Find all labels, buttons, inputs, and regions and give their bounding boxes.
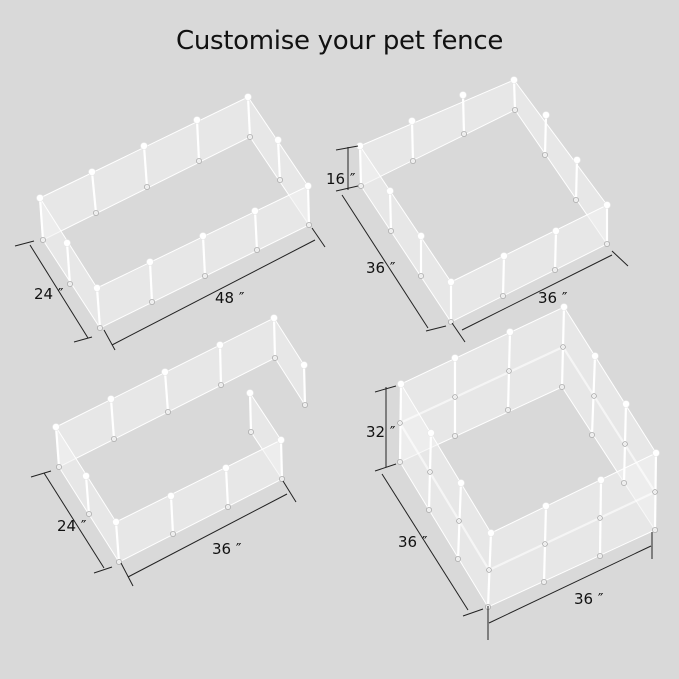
- fence-connectors: [397, 303, 660, 610]
- dimension-lines: [374, 385, 653, 640]
- dim-width-config3: 24 ″: [57, 517, 87, 535]
- fence-posts: [54, 317, 307, 563]
- dim-length-config4: 36 ″: [574, 590, 604, 608]
- dim-length-config1: 48 ″: [215, 289, 245, 307]
- dimension-lines: [14, 227, 326, 351]
- fence-posts: [358, 79, 609, 322]
- fence-connectors: [36, 93, 312, 331]
- fence-notched-36x24: [30, 314, 308, 587]
- dim-length-config2: 36 ″: [538, 289, 568, 307]
- fence-posts: [38, 96, 311, 329]
- fence-connectors: [52, 314, 308, 565]
- dimension-lines: [335, 145, 629, 343]
- dim-length-config3: 36 ″: [212, 540, 242, 558]
- fence-rectangle-48x24: [14, 93, 326, 351]
- dimension-lines: [30, 470, 297, 587]
- dim-width-config1: 24 ″: [34, 285, 64, 303]
- dim-height-config2: 16 ″: [326, 170, 356, 188]
- fence-square-36x36-h32: [374, 303, 660, 640]
- page-title: Customise your pet fence: [175, 26, 504, 56]
- fence-connectors: [356, 76, 611, 325]
- dim-height-config4: 32 ″: [366, 423, 396, 441]
- dim-width-config2: 36 ″: [366, 259, 396, 277]
- fence-square-36x36-h16: [335, 76, 629, 343]
- dim-width-config4: 36 ″: [398, 533, 428, 551]
